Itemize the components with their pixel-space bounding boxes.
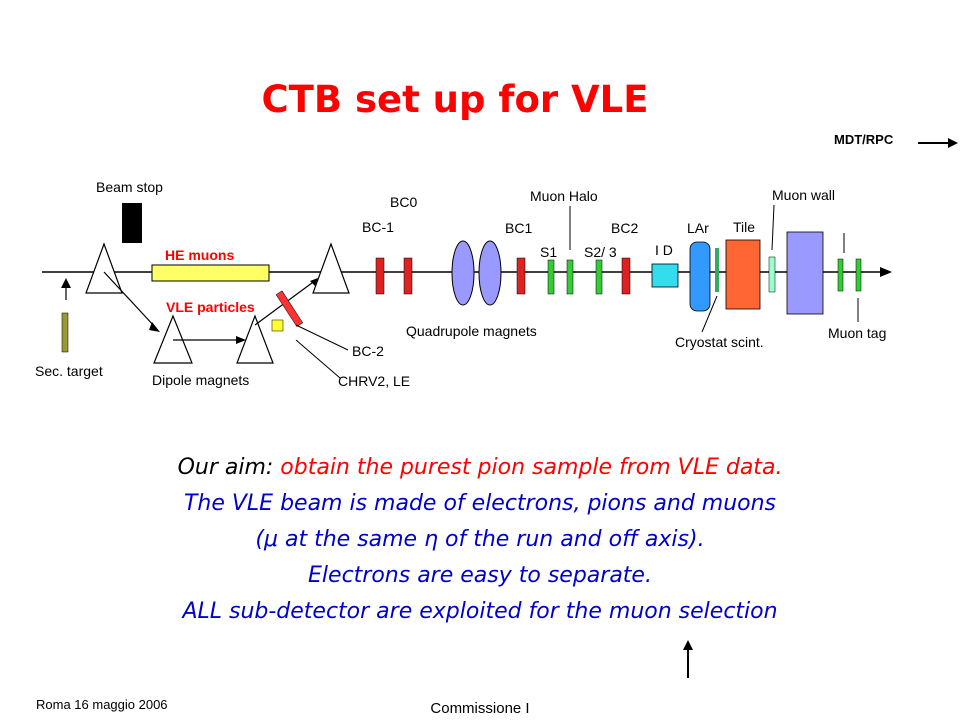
muon-wall-label: Muon wall — [772, 187, 835, 203]
beam-arrow-icon — [880, 267, 892, 277]
dipole-triangle-2 — [312, 242, 350, 294]
lar-calorimeter — [689, 241, 711, 312]
sec-target-label: Sec. target — [35, 363, 103, 379]
quadrupole-label: Quadrupole magnets — [406, 323, 537, 339]
bc-m2-label: BC-2 — [352, 343, 384, 359]
text-line-5: ALL sub-detector are exploited for the m… — [182, 599, 778, 624]
tile-calorimeter — [725, 239, 761, 310]
id-label: I D — [655, 242, 673, 258]
muon-wall-block — [786, 231, 824, 315]
s1b-counter — [566, 259, 574, 295]
bc1-counter — [516, 257, 526, 295]
quadrupole-2 — [478, 240, 502, 306]
chrv-counter — [275, 290, 304, 327]
slide-title: CTB set up for VLE — [261, 78, 649, 121]
bc0-label: BC0 — [390, 194, 417, 210]
aim-line: Our aim: obtain the purest pion sample f… — [0, 455, 960, 480]
vle-particles-label: VLE particles — [166, 299, 255, 315]
cryostat-label: Cryostat scint. — [675, 334, 764, 350]
text-line-2: The VLE beam is made of electrons, pions… — [183, 491, 777, 516]
muon-wall-counter — [768, 256, 776, 293]
muon-halo-label: Muon Halo — [530, 188, 598, 204]
footer-date: Roma 16 maggio 2006 — [36, 697, 168, 712]
id-detector — [651, 263, 679, 288]
muon-tag-counter-1 — [837, 258, 844, 292]
sec-target-block — [61, 312, 69, 353]
chrv-label: CHRV2, LE — [338, 373, 410, 389]
muon-tag-counter-2 — [855, 258, 862, 292]
he-muons-label: HE muons — [165, 247, 234, 263]
mdt-arrow-icon — [918, 138, 958, 148]
muon-tag-label: Muon tag — [828, 325, 886, 341]
s1-label: S1 — [540, 244, 557, 260]
cryostat-scint — [715, 248, 719, 292]
bc2-label: BC2 — [611, 220, 638, 236]
s23-label: S2/ 3 — [584, 244, 617, 260]
dipole-triangle-1 — [85, 242, 123, 294]
tile-label: Tile — [733, 219, 755, 235]
lar-label: LAr — [687, 220, 709, 236]
bc2-counter — [621, 257, 631, 295]
text-line-3: (μ at the same η of the run and off axis… — [255, 527, 705, 552]
up-arrow-icon — [683, 640, 693, 678]
dipole-triangle-4 — [236, 314, 274, 364]
bc1-label: BC1 — [505, 220, 532, 236]
s1-counter — [547, 259, 555, 295]
bc-m1-counter — [375, 257, 385, 295]
he-muons-box — [151, 264, 270, 282]
aim-prefix: Our aim: — [177, 455, 274, 480]
bc0-counter — [403, 257, 413, 295]
s2-counter — [595, 259, 603, 295]
quadrupole-1 — [451, 240, 475, 306]
mdt-rpc-label: MDT/RPC — [834, 132, 894, 147]
text-line-4: Electrons are easy to separate. — [308, 563, 652, 588]
beam-stop-label: Beam stop — [96, 179, 163, 195]
footer-center: Commissione I — [430, 700, 530, 717]
bc-m1-label: BC-1 — [362, 219, 394, 235]
beamline-diagram: Beam stop HE muons VLE particles Sec. ta… — [35, 179, 892, 389]
dipole-magnets-label: Dipole magnets — [152, 372, 249, 388]
small-yellow-block — [271, 319, 284, 332]
aim-rest: obtain the purest pion sample from VLE d… — [273, 455, 783, 480]
beam-stop-block — [122, 203, 142, 243]
